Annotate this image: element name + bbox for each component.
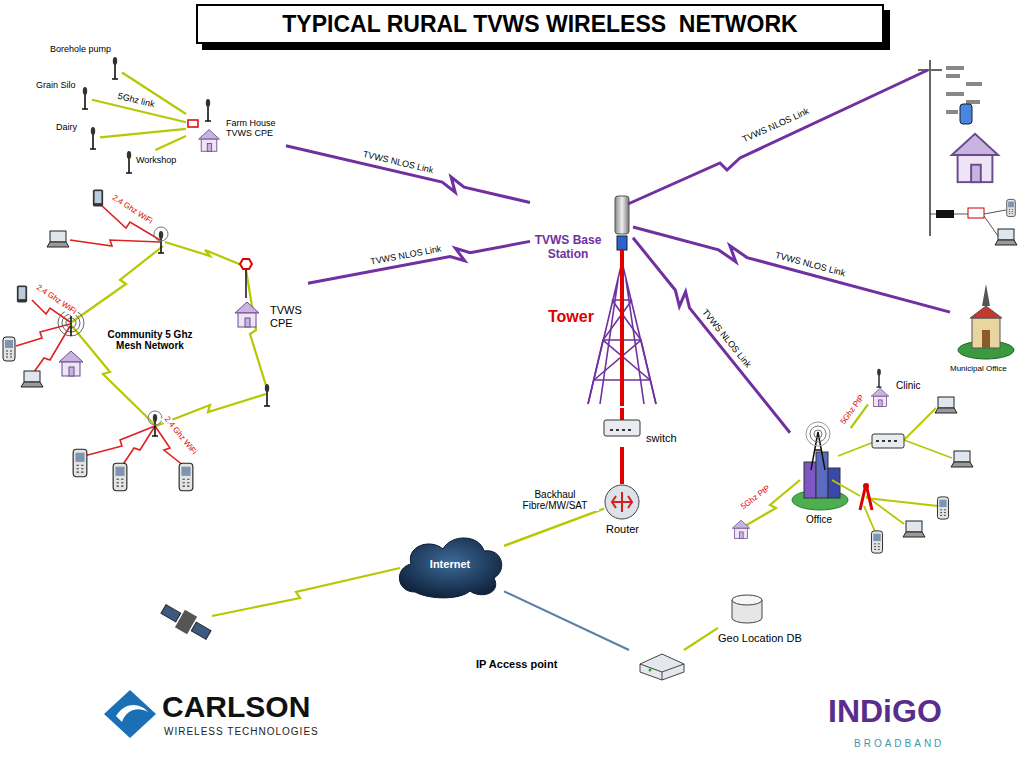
node-label: Geo Location DB — [718, 632, 802, 645]
municipal-office: Municipal Office — [950, 284, 1018, 376]
node-label: Tower — [548, 308, 594, 326]
farm-site: Workshop — [124, 150, 179, 176]
logo-text: WIRELESS TECHNOLOGIES — [162, 726, 321, 737]
wifi-label: 2.4 Ghz WiFi — [109, 193, 156, 228]
tvws-cpe: TVWS CPE — [228, 256, 308, 336]
wireless-link — [308, 241, 530, 283]
node-label: Office — [806, 514, 832, 526]
wireless-link — [504, 509, 604, 546]
node-label: Municipal Office — [950, 364, 1007, 373]
node-label: switch — [646, 432, 677, 445]
node-label: IP Access point — [476, 658, 557, 671]
wireless-link — [633, 238, 790, 433]
node-label: Router — [606, 523, 639, 536]
node-label: Internet — [398, 558, 502, 571]
node-label: Grain Silo — [36, 80, 76, 90]
farm-house-cpe: Farm House TVWS CPE — [186, 98, 286, 158]
base-station: TVWS Base Station — [530, 196, 633, 264]
wireless-link — [620, 447, 624, 484]
wireless-link — [504, 591, 629, 650]
clinic: Clinic — [868, 368, 923, 410]
wireless-link — [620, 408, 624, 420]
wireless-link — [633, 227, 950, 312]
wireless-link — [155, 136, 186, 150]
logo-text: CARLSON — [160, 690, 312, 723]
node-label: Workshop — [136, 155, 176, 165]
farm-site: Grain Silo — [36, 80, 92, 112]
network-label: Community 5 Ghz Mesh Network — [98, 329, 202, 351]
geo-database: Geo Location DB — [718, 594, 804, 647]
node-label: TVWS Base Station — [530, 234, 606, 262]
link-label: TVWS NLOS Link — [699, 307, 754, 372]
access-point: IP Access point — [476, 650, 686, 682]
node-label: Dairy — [56, 122, 77, 132]
node-label: Farm House TVWS CPE — [226, 118, 284, 139]
tower: Tower — [548, 262, 662, 408]
farm-site: Borehole pump — [50, 44, 122, 82]
node-label: Borehole pump — [50, 44, 111, 54]
title-box: TYPICAL RURAL TVWS WIRELESS NETWORK — [196, 4, 884, 44]
title-text: TYPICAL RURAL TVWS WIRELESS NETWORK — [282, 11, 797, 38]
link-label: 5Ghz PtP — [738, 483, 774, 513]
logo-text: BROADBAND — [852, 738, 946, 749]
network-switch: switch — [604, 420, 679, 447]
node-label: TVWS CPE — [270, 304, 306, 329]
wireless-link — [684, 628, 718, 650]
farm-site: Dairy — [56, 122, 100, 152]
wireless-link — [100, 129, 186, 137]
internet-cloud: Internet — [398, 536, 504, 598]
office: Office — [790, 428, 852, 528]
link-label: Backhaul Fibre/MW/SAT — [511, 489, 599, 511]
logo-text: INDiGO — [826, 694, 944, 729]
router: Router — [604, 484, 642, 538]
node-label: Clinic — [896, 380, 920, 392]
wireless-link — [286, 146, 530, 203]
